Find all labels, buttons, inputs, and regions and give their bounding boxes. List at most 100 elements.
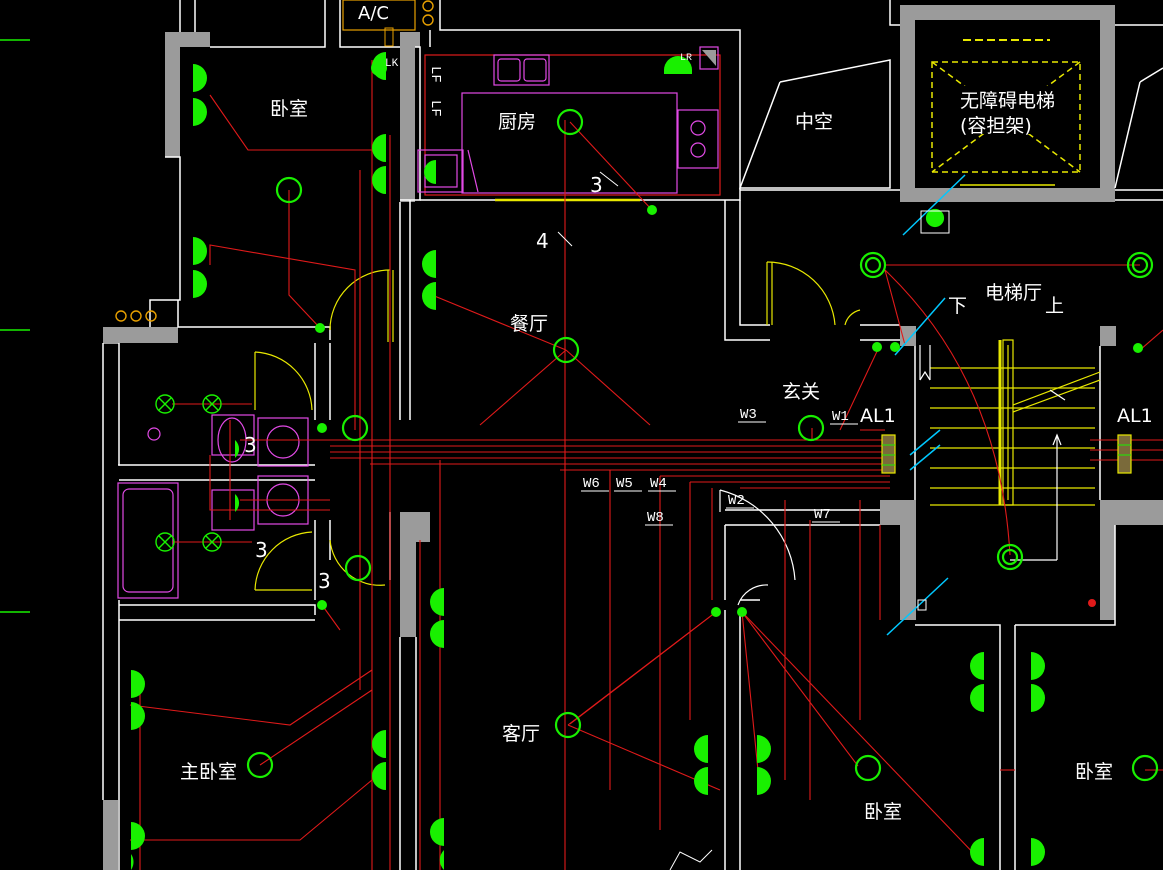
bath-door-light-icon bbox=[344, 554, 372, 582]
stair-label-up: 上 bbox=[1045, 295, 1064, 317]
socket-icon bbox=[235, 440, 240, 458]
stair-light-icon bbox=[996, 543, 1024, 571]
switch-icon bbox=[737, 607, 747, 617]
panel-label-left: AL1 bbox=[860, 405, 896, 427]
light-crosses bbox=[158, 397, 219, 549]
socket-icon bbox=[1031, 652, 1045, 680]
dining-ceiling-light-icon bbox=[552, 336, 580, 364]
circuit-w7: W7 bbox=[814, 507, 831, 523]
socket-icon bbox=[193, 270, 207, 298]
circuit-w5: W5 bbox=[616, 476, 633, 492]
circuit-w8: W8 bbox=[647, 510, 664, 526]
switch-icon bbox=[890, 342, 900, 352]
circuit-w2: W2 bbox=[728, 493, 745, 509]
fixture-labels: LF LF LK LR bbox=[385, 53, 692, 117]
room-label-bedroom-bottom: 卧室 bbox=[864, 801, 902, 823]
switch-icon bbox=[315, 323, 325, 333]
socket-icon bbox=[694, 767, 708, 795]
socket-icon bbox=[970, 838, 984, 866]
room-label-bedroom-top: 卧室 bbox=[270, 98, 308, 120]
socket-icon bbox=[970, 652, 984, 680]
fixture-label-lr: LR bbox=[680, 53, 692, 64]
socket-icon bbox=[664, 56, 692, 70]
void-area bbox=[738, 59, 1163, 189]
edge-marks bbox=[0, 39, 30, 613]
sockets bbox=[131, 52, 1045, 870]
switch-icon bbox=[872, 342, 882, 352]
room-label-bedroom-right: 卧室 bbox=[1075, 761, 1113, 783]
bedroom-ceiling-light-icon bbox=[854, 754, 882, 782]
hall-light-icon bbox=[1126, 251, 1154, 279]
count-labels: 3 4 3 3 3 bbox=[244, 171, 619, 593]
socket-icon bbox=[439, 850, 444, 870]
socket-icon bbox=[131, 854, 134, 870]
socket-icon bbox=[430, 818, 444, 846]
switch-icon bbox=[371, 60, 387, 76]
ac-label: A/C bbox=[358, 3, 389, 24]
walls bbox=[102, 0, 1163, 870]
kitchen-ceiling-light-icon bbox=[556, 108, 584, 136]
elevator-sublabel: (容担架) bbox=[960, 115, 1032, 137]
fixture-label-lf2: LF bbox=[427, 100, 443, 117]
fixture-label-lf1: LF bbox=[427, 66, 443, 83]
socket-icon bbox=[430, 620, 444, 648]
switch-icon bbox=[317, 423, 327, 433]
elevator-label: 无障碍电梯 bbox=[960, 90, 1055, 112]
count-dining: 4 bbox=[536, 229, 549, 253]
socket-icon bbox=[422, 250, 436, 278]
socket-icon bbox=[422, 282, 436, 310]
panel-al1-left[interactable]: AL1 bbox=[860, 405, 896, 474]
socket-icon bbox=[430, 588, 444, 616]
count-kitchen: 3 bbox=[590, 173, 603, 197]
socket-icon bbox=[372, 166, 386, 194]
count-bath-door: 3 bbox=[318, 569, 331, 593]
socket-icon bbox=[193, 237, 207, 265]
room-label-void: 中空 bbox=[795, 111, 833, 133]
switch-icon bbox=[317, 600, 327, 610]
bath-ceiling-light-icon bbox=[341, 414, 369, 442]
socket-icon bbox=[193, 98, 207, 126]
outdoor-unit-marks bbox=[115, 0, 434, 322]
ceiling-lights bbox=[155, 108, 1159, 782]
elevator-text: 无障碍电梯 (容担架) bbox=[955, 86, 1065, 137]
switches bbox=[315, 60, 1143, 617]
socket-icon bbox=[372, 730, 386, 758]
socket-icon bbox=[757, 767, 771, 795]
panel-al1-right[interactable]: AL1 bbox=[1117, 405, 1153, 474]
master-bedroom-light-icon bbox=[246, 751, 274, 779]
hall-light-icon bbox=[859, 251, 887, 279]
misc-marks bbox=[669, 210, 950, 870]
panel-label-right: AL1 bbox=[1117, 405, 1153, 427]
socket-icon bbox=[1031, 684, 1045, 712]
living-ceiling-light-icon bbox=[554, 711, 582, 739]
room-label-living: 客厅 bbox=[502, 723, 540, 745]
bedroom-ceiling-light-icon bbox=[275, 176, 303, 204]
fixture-label-lk: LK bbox=[385, 58, 399, 70]
switch-icon bbox=[711, 607, 721, 617]
socket-icon bbox=[694, 735, 708, 763]
stairs bbox=[919, 339, 1101, 506]
socket-icon bbox=[424, 160, 436, 184]
room-label-dining: 餐厅 bbox=[510, 313, 548, 335]
stair-label-down: 下 bbox=[948, 295, 967, 317]
socket-icon bbox=[193, 64, 207, 92]
circuit-labels: W1 W3 W2 W6 W5 W4 W8 W7 bbox=[581, 407, 858, 526]
socket-icon bbox=[757, 735, 771, 763]
ac-unit: A/C bbox=[342, 0, 416, 47]
switch-icon bbox=[1133, 343, 1143, 353]
socket-icon bbox=[235, 494, 240, 512]
count-bath-upper: 3 bbox=[244, 433, 257, 457]
cyan-accents bbox=[886, 174, 966, 636]
stair-arrows bbox=[1010, 389, 1066, 561]
circuit-w3: W3 bbox=[740, 407, 757, 423]
circuit-w1: W1 bbox=[832, 409, 849, 425]
foyer-ceiling-light-icon bbox=[797, 414, 825, 442]
switch-icon bbox=[647, 205, 657, 215]
socket-icon bbox=[131, 702, 145, 730]
socket-icon bbox=[970, 684, 984, 712]
room-label-elevator-hall: 电梯厅 bbox=[985, 282, 1042, 304]
socket-icon bbox=[131, 822, 145, 850]
count-bath-lower: 3 bbox=[255, 538, 268, 562]
bedroom-right-light-icon bbox=[1131, 754, 1159, 782]
